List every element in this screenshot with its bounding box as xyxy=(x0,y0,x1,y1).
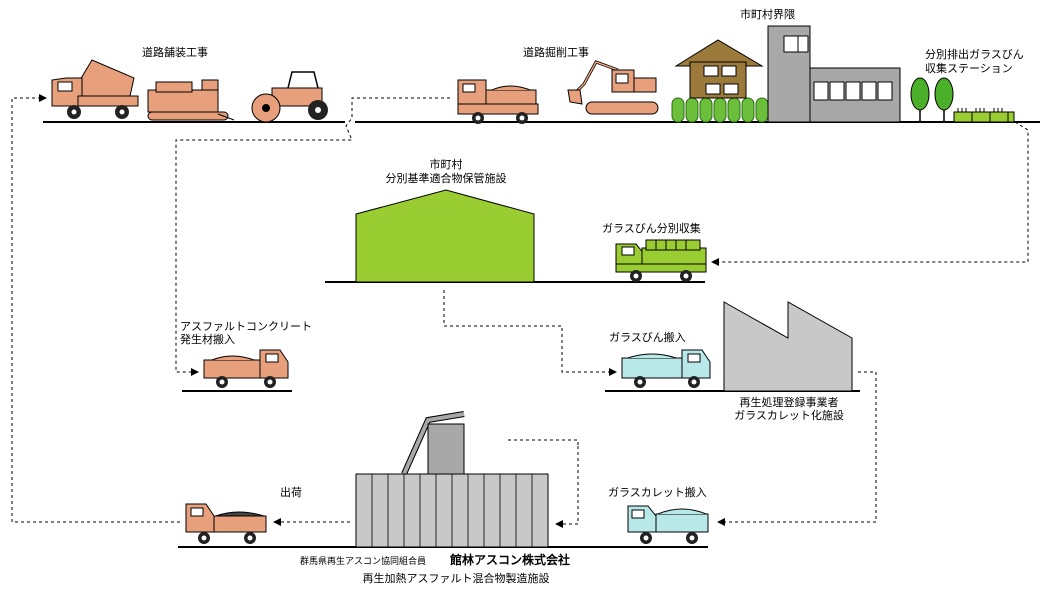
trees xyxy=(910,77,954,122)
excavation-truck xyxy=(457,79,539,124)
house xyxy=(674,39,764,99)
label-storage-facility-1: 市町村 xyxy=(429,158,463,171)
label-plant: 再生加熱アスファルト混合物製造施設 xyxy=(362,572,550,585)
label-recycler-2: ガラスカレット化施設 xyxy=(734,409,844,422)
office-building xyxy=(767,25,901,123)
label-municipality-area: 市町村界隈 xyxy=(740,8,795,21)
excavator xyxy=(567,60,659,115)
arrow-shipment-to-paving xyxy=(11,94,180,523)
road-roller xyxy=(251,71,328,123)
cullet-incoming-truck xyxy=(627,505,709,544)
glass-bin-crates xyxy=(953,108,1015,123)
arrow-excavation-to-asphalt-in xyxy=(175,97,450,376)
label-glass-collection: ガラスびん分別収集 xyxy=(602,222,701,235)
label-glass-in: ガラスびん搬入 xyxy=(609,331,686,344)
label-shipment: 出荷 xyxy=(280,486,302,499)
label-asphalt-in-2: 発生材搬入 xyxy=(180,333,235,346)
label-asphalt-in-1: アスファルトコンクリート xyxy=(180,320,312,333)
asphalt-plant xyxy=(355,411,549,548)
storage-facility xyxy=(355,189,535,283)
glass-incoming-truck xyxy=(621,349,711,388)
label-glass-station-1: 分別排出ガラスびん xyxy=(925,48,1024,61)
arrow-recycler-to-cullet-in xyxy=(717,371,877,526)
arrow-station-to-collection xyxy=(711,121,1029,266)
asphalt-incoming-truck xyxy=(203,349,289,388)
asphalt-paver xyxy=(147,79,235,121)
glass-collection-truck xyxy=(615,239,707,282)
label-company: 館林アスコン株式会社 xyxy=(450,553,571,567)
arrow-storage-to-glass-in xyxy=(443,290,617,376)
flow-arrows xyxy=(11,94,1029,528)
label-recycler-1: 再生処理登録事業者 xyxy=(739,396,839,409)
label-glass-station-2: 収集ステーション xyxy=(925,62,1013,75)
hedge xyxy=(671,97,769,123)
dump-truck xyxy=(51,59,139,119)
label-road-paving: 道路舗装工事 xyxy=(142,46,208,59)
label-cullet-in: ガラスカレット搬入 xyxy=(608,486,707,499)
cullet-factory xyxy=(723,301,853,392)
arrow-cullet-to-plant xyxy=(555,446,579,528)
label-association: 群馬県再生アスコン協同組合員 xyxy=(300,557,427,567)
shipment-truck xyxy=(185,503,267,544)
label-road-excavation: 道路掘削工事 xyxy=(523,46,589,59)
label-storage-facility-2: 分別基準適合物保管施設 xyxy=(385,172,507,185)
